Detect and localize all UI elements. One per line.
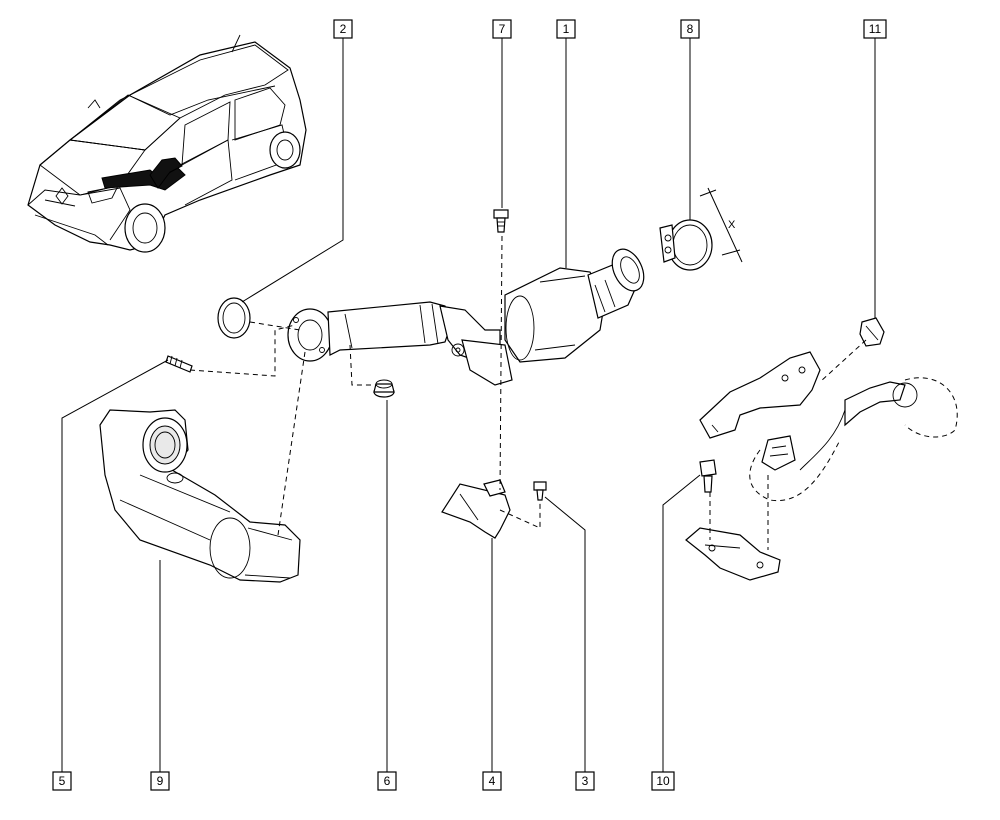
flange-nut bbox=[373, 379, 395, 398]
callout-4: 4 bbox=[482, 771, 502, 791]
callout-11-label: 11 bbox=[869, 22, 882, 36]
callout-3: 3 bbox=[575, 771, 595, 791]
callout-8-label: 8 bbox=[687, 22, 694, 36]
callout-1-label: 1 bbox=[563, 22, 570, 36]
callout-2-label: 2 bbox=[340, 22, 347, 36]
callout-7: 7 bbox=[492, 19, 512, 39]
dimension-x: X bbox=[699, 187, 743, 263]
clip-fastener bbox=[859, 317, 885, 347]
callout-10: 10 bbox=[651, 771, 675, 791]
callout-7-label: 7 bbox=[499, 22, 506, 36]
callout-5-label: 5 bbox=[59, 774, 66, 788]
oxygen-sensor-harness bbox=[749, 377, 958, 502]
callout-6-label: 6 bbox=[384, 774, 391, 788]
gasket-ring bbox=[217, 297, 251, 339]
assembly-lines bbox=[189, 235, 867, 550]
callout-11: 11 bbox=[863, 19, 887, 39]
exhaust-clamp bbox=[659, 219, 713, 271]
support-bracket bbox=[441, 479, 511, 539]
callout-6: 6 bbox=[377, 771, 397, 791]
leader-lines bbox=[61, 38, 876, 772]
callout-9-label: 9 bbox=[157, 774, 164, 788]
callout-2: 2 bbox=[333, 19, 353, 39]
bolt-lower bbox=[699, 459, 717, 493]
car-illustration bbox=[27, 34, 307, 253]
callout-5: 5 bbox=[52, 771, 72, 791]
callout-9: 9 bbox=[150, 771, 170, 791]
heat-shield-lower bbox=[685, 527, 781, 581]
callout-10-label: 10 bbox=[656, 774, 670, 788]
catalytic-converter-assembly bbox=[287, 248, 645, 386]
callout-3-label: 3 bbox=[582, 774, 589, 788]
callout-8: 8 bbox=[680, 19, 700, 39]
stud-bolt bbox=[165, 355, 193, 373]
bolt-bracket bbox=[533, 481, 547, 501]
heat-shield-upper bbox=[699, 351, 821, 439]
dimension-x-label: X bbox=[728, 219, 736, 231]
callout-4-label: 4 bbox=[489, 774, 496, 788]
callout-1: 1 bbox=[556, 19, 576, 39]
bolt-upper bbox=[493, 209, 509, 233]
front-exhaust-manifold-module bbox=[99, 409, 301, 583]
